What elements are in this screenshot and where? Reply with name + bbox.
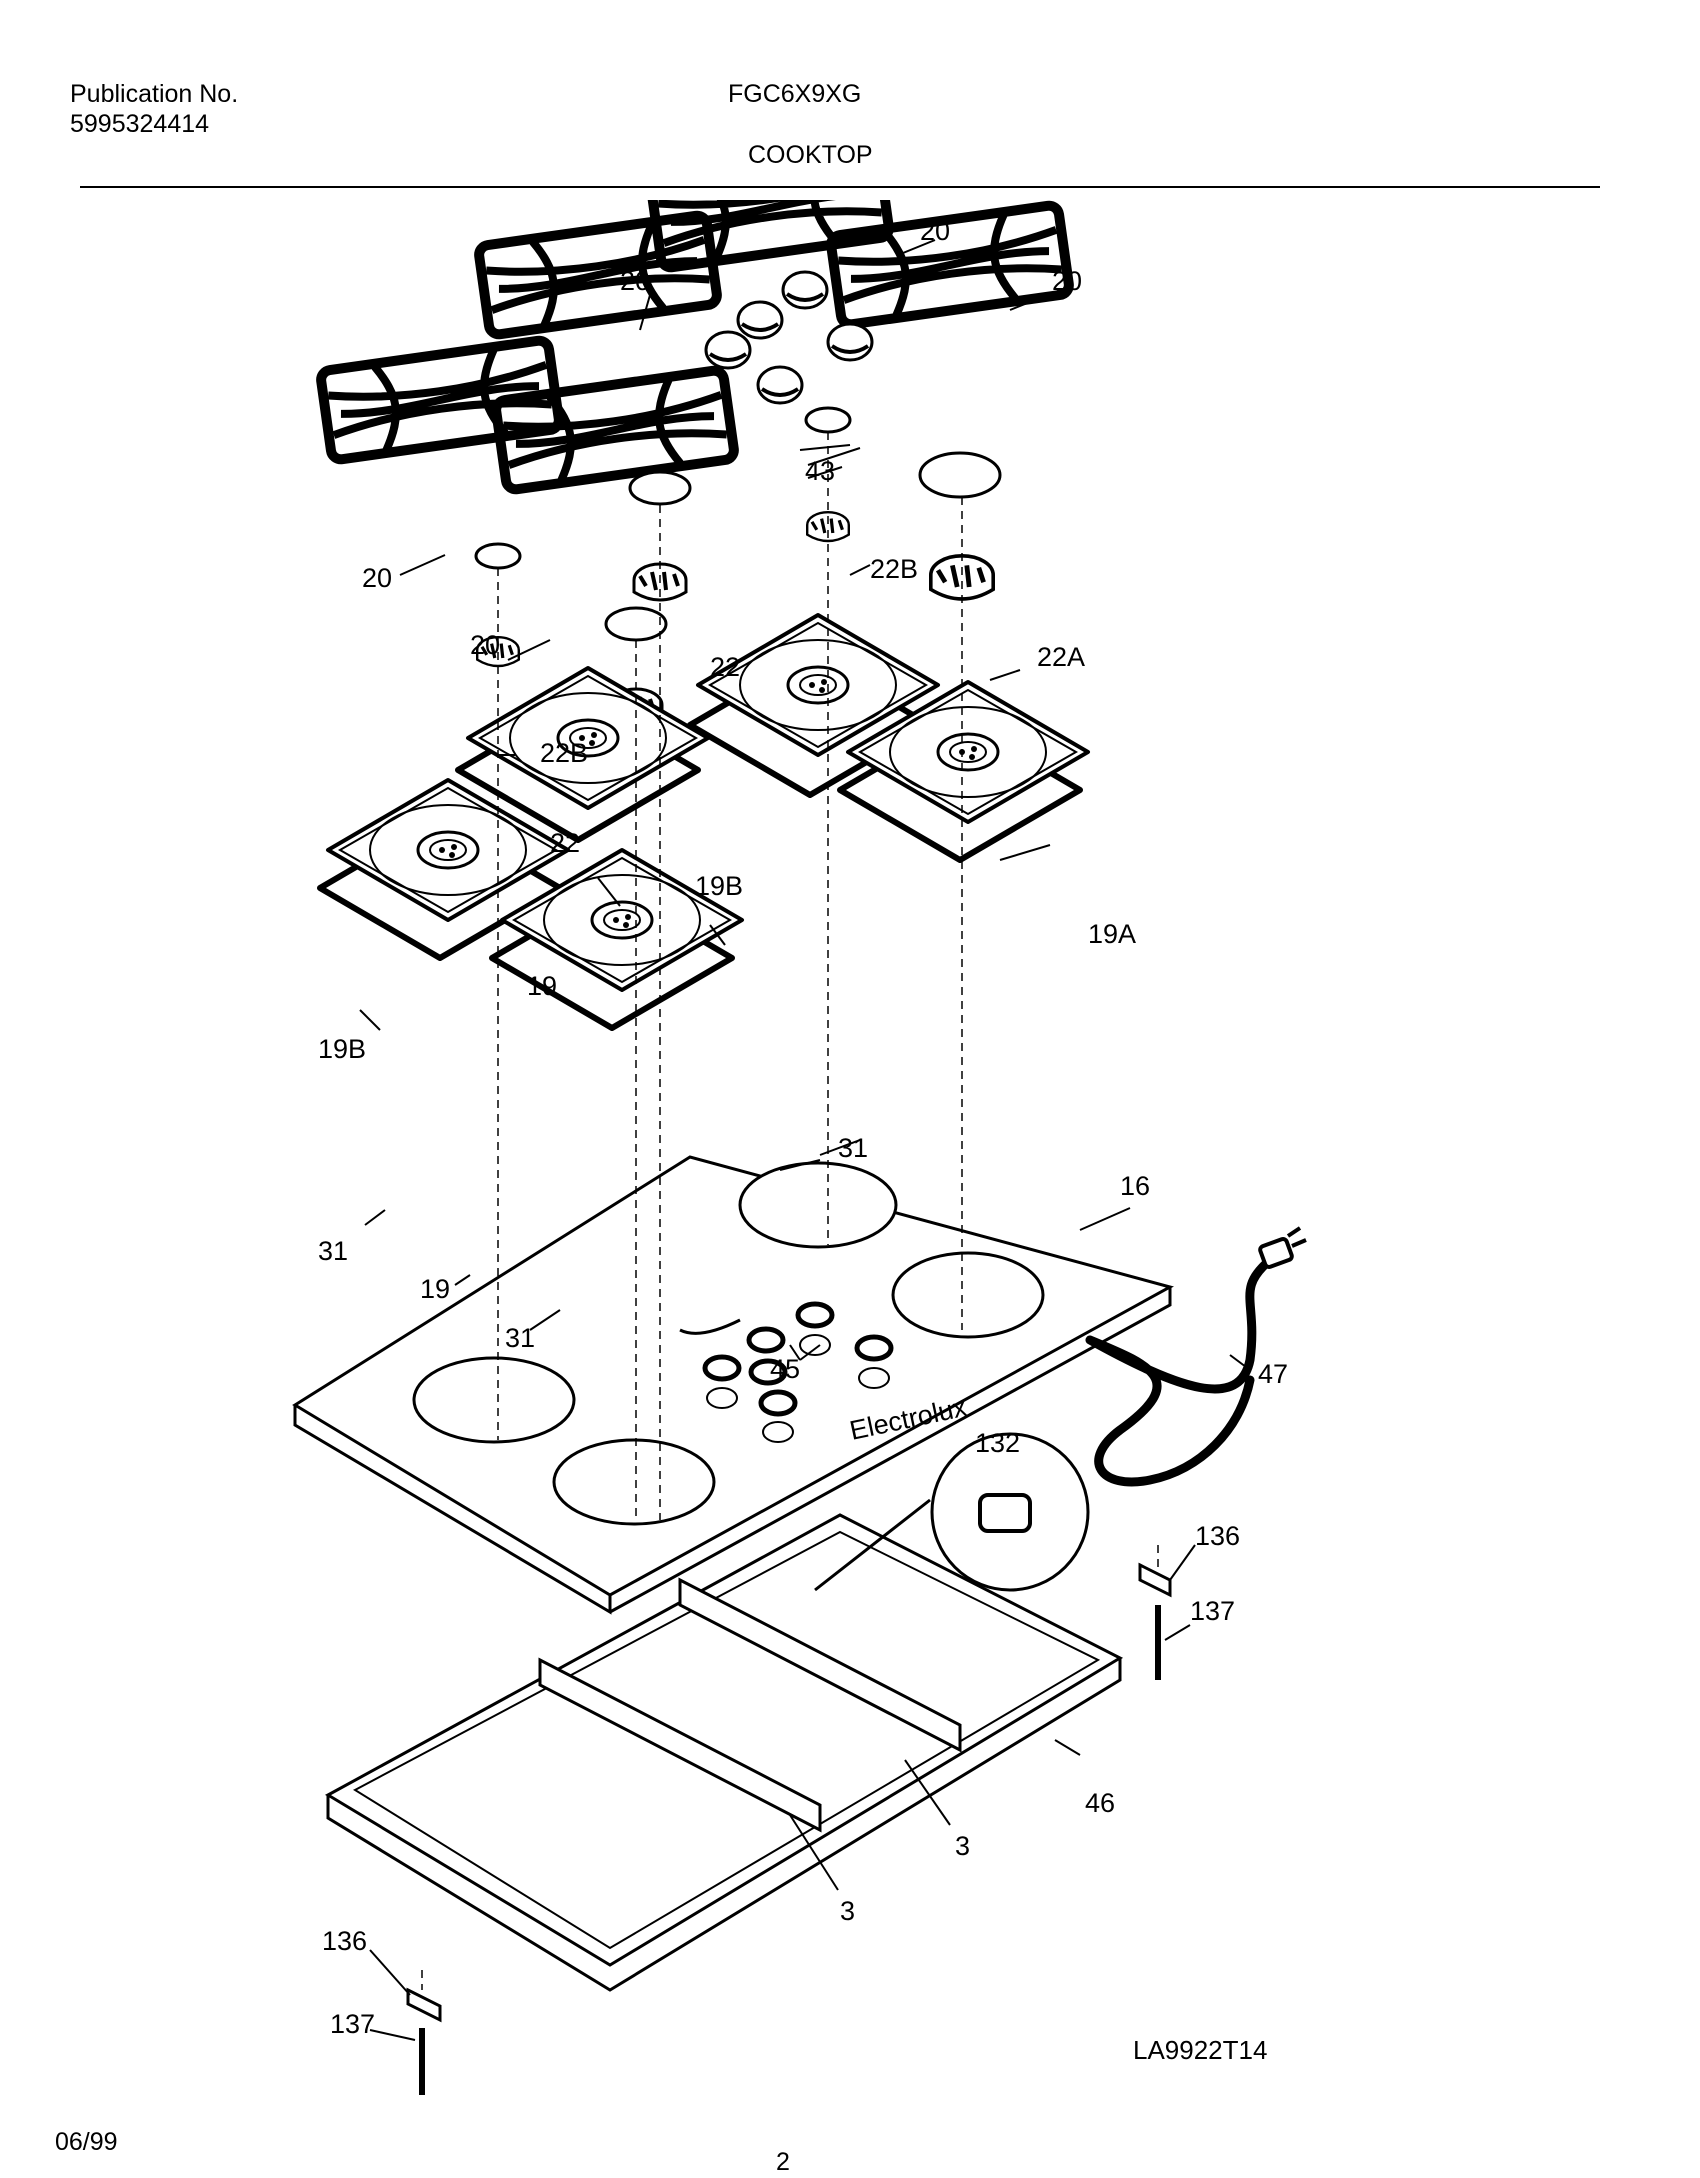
callout-knob: 43 [805,456,835,486]
callout-pan-2: 19 [420,1274,450,1304]
knob-1 [781,270,829,310]
callout-grate-1: 20 [920,216,950,246]
callout-bracket-left: 136 [322,1926,367,1956]
knob-seal-2 [749,1329,783,1351]
knob-4 [826,322,874,362]
publication-label: Publication No. [70,80,239,108]
callout-cooktop: 16 [1120,1171,1150,1201]
product-name: COOKTOP [748,141,873,169]
callout-screw-right: 137 [1190,1596,1235,1626]
exploded-parts-diagram: Electrolux [292,200,1307,2095]
callout-cap-small-2: 22B [540,738,588,768]
callout-screw-left: 137 [330,2009,375,2039]
knob-2 [736,300,784,340]
burner-opening-1 [412,1356,576,1444]
knob-seal-3 [857,1337,891,1359]
knob-3 [704,330,752,370]
burner-opening-4 [891,1251,1045,1339]
power-cord [1085,1255,1275,1487]
burner-cap-1 [804,406,852,434]
spark-module [978,1493,1032,1533]
publication-date: 06/99 [55,2128,118,2156]
callout-cap-medium-2: 22 [550,828,580,858]
burner-cap-5 [604,606,668,642]
cross-brace-1 [538,1657,822,1833]
callout-burner-box: 46 [1085,1788,1115,1818]
burner-cap-2 [628,470,692,506]
model-number: FGC6X9XG [728,80,862,108]
callout-brace-1: 3 [955,1831,970,1861]
callout-gasket-1: 31 [838,1133,868,1163]
callout-grate-3: 20 [1052,266,1082,296]
knob-seal-4 [705,1357,739,1379]
callout-cap-large: 22A [1037,642,1085,672]
callout-pan: 19 [527,971,557,1001]
callout-gasket-3: 31 [505,1323,535,1353]
callout-knob-seal: 45 [770,1354,800,1384]
knob-seal-1 [798,1304,832,1326]
burner-cap-3 [918,451,1002,499]
header-rule [80,186,1600,188]
callout-grate-2: 20 [620,266,650,296]
guide-lines [421,432,1159,1990]
callout-bracket-right: 136 [1195,1521,1240,1551]
grate-1 [478,214,718,335]
callout-grate-5: 20 [470,630,500,660]
callout-grate-4: 20 [362,563,392,593]
burner-cap-4 [474,542,522,570]
callout-pan-small-2: 19B [318,1034,366,1064]
burner-opening-2 [552,1438,716,1526]
callout-cap-medium-1: 22 [710,652,740,682]
power-plug [1258,1237,1294,1269]
burner-head-3 [931,556,993,599]
diagram-code: LA9922T14 [1133,2035,1268,2065]
callout-pan-small-1: 19B [695,871,743,901]
knob-5 [756,365,804,405]
callout-power-cord: 47 [1258,1359,1288,1389]
callout-spark-module: 132 [975,1428,1020,1458]
cross-brace-2 [678,1577,962,1753]
svg-text:Electrolux: Electrolux [847,1392,970,1446]
bracket-left [406,1987,442,2023]
publication-number: 5995324414 [70,110,210,138]
burner-opening-3 [738,1161,898,1249]
callout-pan-large: 19A [1088,919,1136,949]
knob-seal-6 [761,1392,795,1414]
burner-pan-4 [326,778,570,922]
callout-cap-small-1: 22B [870,554,918,584]
page-number: 2 [776,2148,790,2176]
callout-brace-2: 3 [840,1896,855,1926]
leader-lines [359,239,1251,2041]
bracket-right [1138,1562,1172,1598]
callout-gasket-2: 31 [318,1236,348,1266]
